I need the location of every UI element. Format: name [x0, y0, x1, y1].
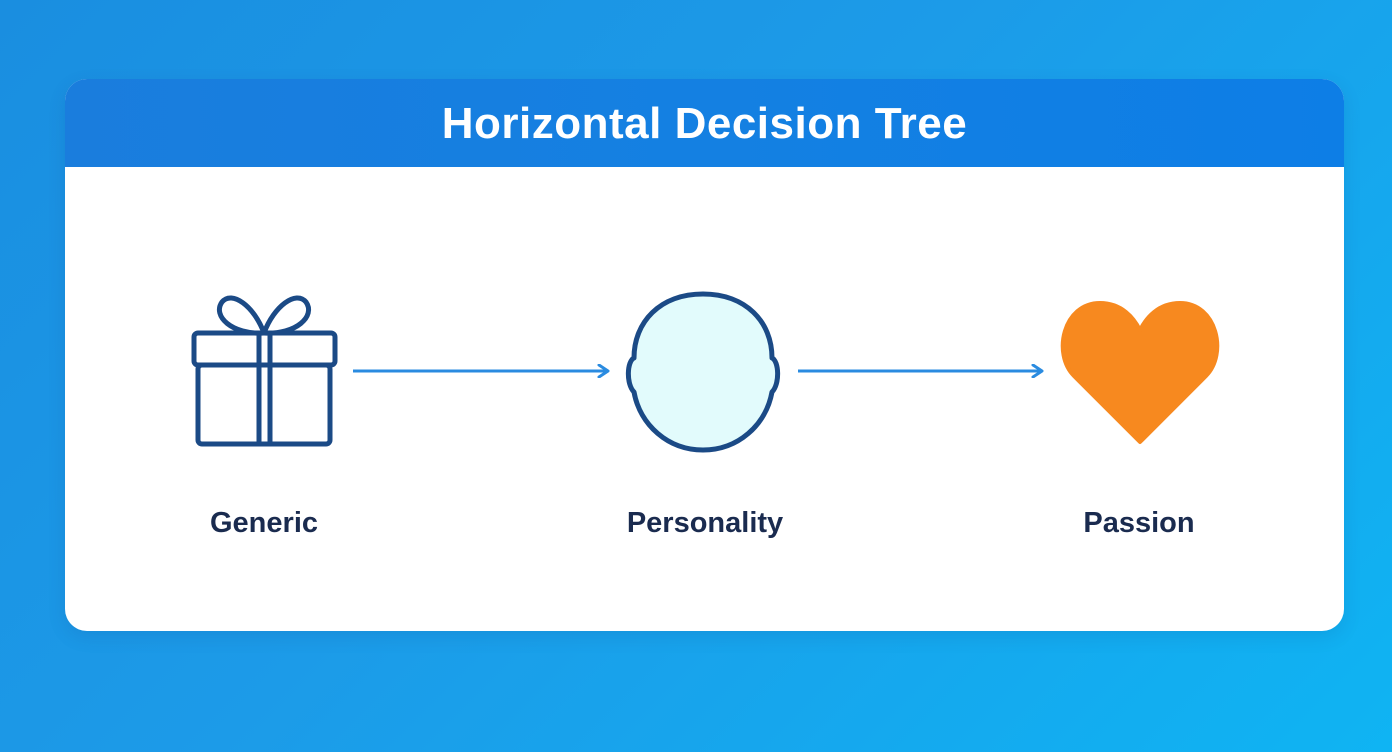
card-header: Horizontal Decision Tree — [65, 79, 1344, 167]
node-label-passion: Passion — [1083, 507, 1195, 539]
diagram-title: Horizontal Decision Tree — [441, 99, 968, 148]
node-label-personality: Personality — [626, 507, 784, 539]
heart-icon — [1060, 301, 1220, 444]
gift-icon — [191, 295, 338, 447]
node-label-generic: Generic — [210, 507, 318, 539]
head-icon — [625, 291, 781, 453]
